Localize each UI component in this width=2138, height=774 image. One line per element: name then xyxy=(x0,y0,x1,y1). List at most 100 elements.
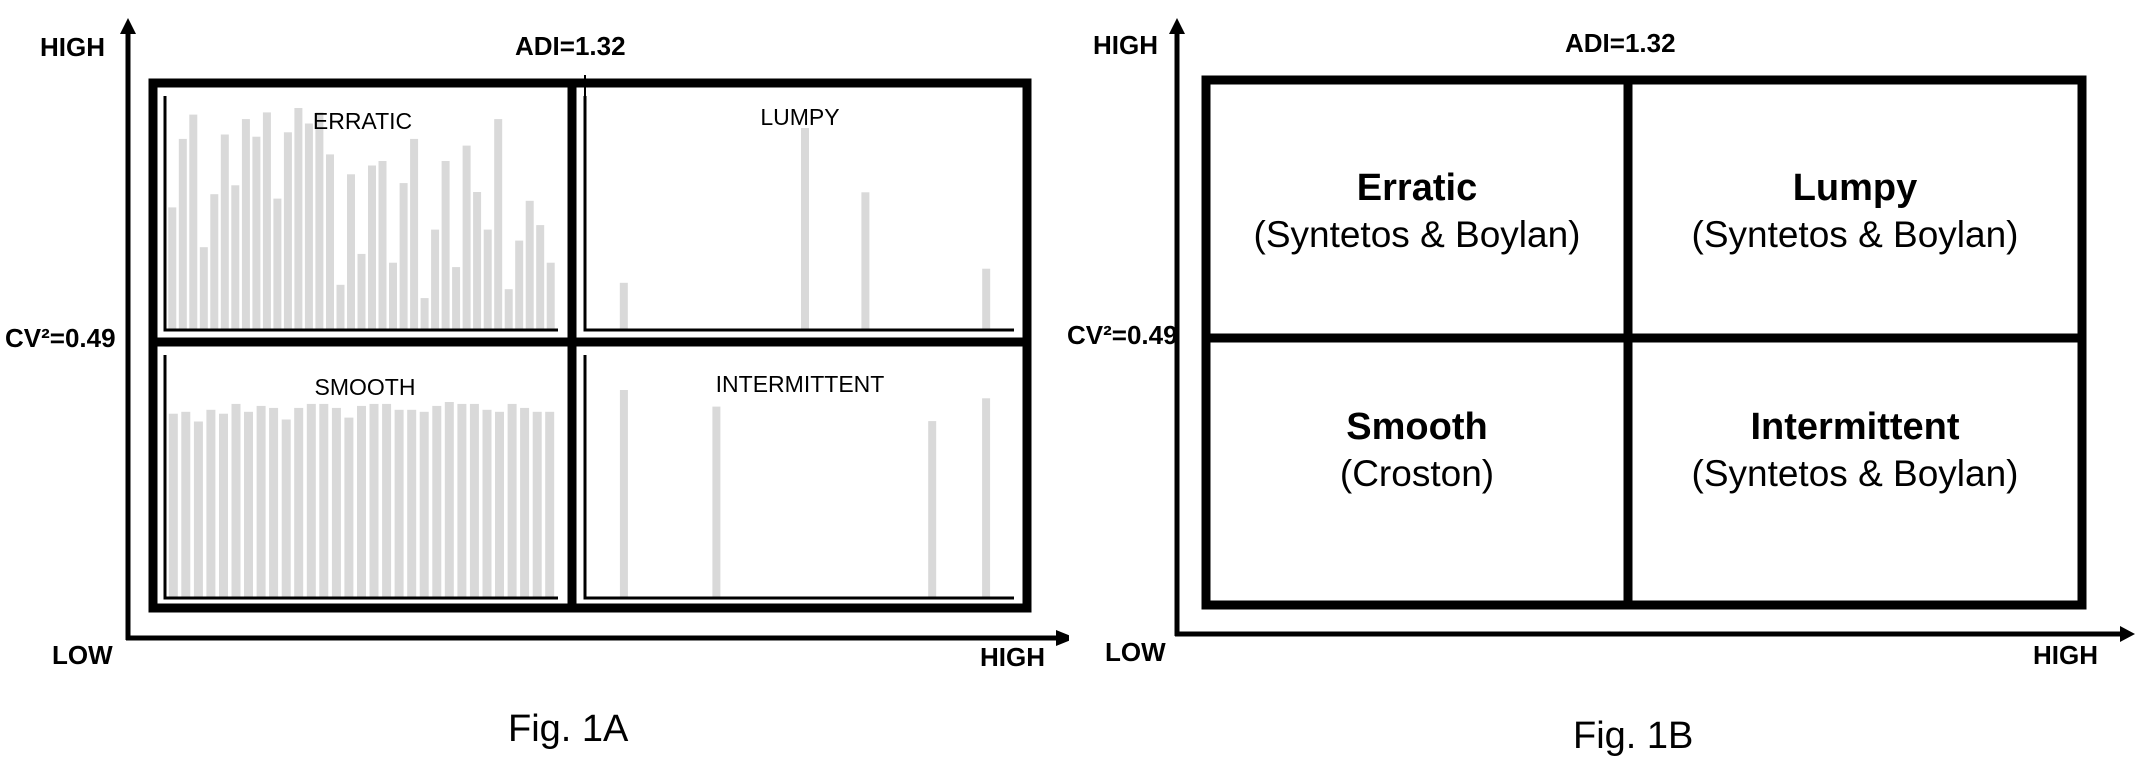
intermittent-bar xyxy=(982,398,991,597)
mini-axes xyxy=(163,96,1014,600)
lumpy-mini-axes xyxy=(583,96,1014,332)
lumpy-quadrant-label: Lumpy (Syntetos & Boylan) xyxy=(1632,164,2078,258)
erratic-bar xyxy=(283,132,292,329)
erratic-bars xyxy=(168,108,555,330)
intermittent-label: INTERMITTENT xyxy=(715,371,885,397)
lumpy-bar xyxy=(801,128,809,329)
smooth-bar xyxy=(269,407,279,598)
erratic-bar xyxy=(473,192,482,329)
intermittent-bar xyxy=(619,390,628,597)
smooth-method: (Croston) xyxy=(1339,453,1495,494)
lumpy-bars xyxy=(619,128,991,329)
smooth-mini-axes xyxy=(163,355,558,600)
lumpy-bar xyxy=(861,192,870,329)
smooth-bar xyxy=(206,409,216,597)
erratic-bar xyxy=(441,161,450,329)
intermittent-quadrant-label: Intermittent (Syntetos & Boylan) xyxy=(1632,403,2078,497)
erratic-bar xyxy=(504,289,513,329)
erratic-quadrant-label: Erratic (Syntetos & Boylan) xyxy=(1210,164,1624,258)
erratic-bar xyxy=(336,284,345,329)
erratic-bar xyxy=(347,174,355,329)
erratic-bar xyxy=(326,154,334,329)
erratic-bar xyxy=(273,198,282,329)
smooth-bar xyxy=(281,419,291,597)
erratic-bar xyxy=(262,112,271,330)
smooth-quadrant-label: Smooth (Croston) xyxy=(1210,403,1624,497)
smooth-bar xyxy=(244,411,253,598)
smooth-bar xyxy=(444,402,454,597)
erratic-bar xyxy=(189,114,198,329)
y-axis-arrowhead xyxy=(1169,18,1185,34)
erratic-bar xyxy=(220,134,229,329)
smooth-bar xyxy=(344,417,354,597)
smooth-bar xyxy=(231,403,241,597)
smooth-bar xyxy=(495,411,504,598)
erratic-bar xyxy=(357,253,366,329)
smooth-bar xyxy=(294,407,304,598)
smooth-label: SMOOTH xyxy=(314,374,416,400)
y-low-label: LOW xyxy=(1105,637,1166,667)
lumpy-bar xyxy=(982,268,991,329)
smooth-bar xyxy=(532,411,542,598)
smooth-bar xyxy=(482,409,492,597)
smooth-bar xyxy=(256,405,266,597)
erratic-bar xyxy=(178,138,187,329)
smooth-bar xyxy=(394,409,404,597)
erratic-bar xyxy=(536,225,545,329)
erratic-bar xyxy=(294,108,303,329)
erratic-bar xyxy=(315,112,324,330)
y-axis-arrowhead xyxy=(120,18,136,34)
x-high-label: HIGH xyxy=(2033,640,2098,670)
figure-1a: HIGH LOW HIGH ADI=1.32 CV²=0.49 ERRATIC … xyxy=(5,18,1069,750)
erratic-bar xyxy=(231,185,240,329)
erratic-bar xyxy=(389,262,397,329)
figure-1a-diagram xyxy=(120,18,1069,646)
erratic-bar xyxy=(168,207,177,329)
intermittent-bars xyxy=(619,390,991,597)
erratic-bar xyxy=(420,298,429,329)
erratic-bar xyxy=(378,161,387,329)
smooth-bars xyxy=(168,402,555,598)
smooth-bar xyxy=(181,411,191,598)
erratic-bar xyxy=(462,145,471,329)
intermittent-title: Intermittent xyxy=(1750,406,1960,448)
x-axis-arrowhead xyxy=(2120,626,2135,642)
erratic-bar xyxy=(368,165,376,329)
erratic-bar xyxy=(210,194,219,329)
smooth-bar xyxy=(331,407,341,598)
erratic-bar xyxy=(431,229,440,330)
lumpy-bar xyxy=(619,282,628,329)
figure-caption: Fig. 1B xyxy=(1573,715,1694,757)
figure-caption: Fig. 1A xyxy=(508,708,629,750)
intermittent-method: (Syntetos & Boylan) xyxy=(1691,453,2019,494)
erratic-bar xyxy=(199,247,208,329)
smooth-bar xyxy=(545,411,555,598)
erratic-bar xyxy=(252,136,261,329)
smooth-bar xyxy=(457,403,467,597)
smooth-title: Smooth xyxy=(1346,406,1488,448)
intermittent-mini-axes xyxy=(583,355,1014,600)
erratic-title: Erratic xyxy=(1356,167,1478,209)
y-low-label: LOW xyxy=(52,640,113,670)
cv-threshold-label: CV²=0.49 xyxy=(1067,320,1178,350)
erratic-label: ERRATIC xyxy=(312,108,413,134)
erratic-bar xyxy=(525,200,534,329)
figure-1b-diagram xyxy=(1169,18,2135,642)
smooth-bar xyxy=(219,413,228,597)
smooth-bar xyxy=(369,403,379,597)
erratic-bar xyxy=(241,119,250,329)
lumpy-method: (Syntetos & Boylan) xyxy=(1691,214,2019,255)
lumpy-label: LUMPY xyxy=(760,104,840,130)
x-axis-arrowhead xyxy=(1056,630,1069,646)
intermittent-bar xyxy=(712,406,721,597)
figure-1b: HIGH LOW HIGH ADI=1.32 CV²=0.49 Erratic … xyxy=(1067,0,2138,774)
y-high-label: HIGH xyxy=(40,32,105,62)
adi-threshold-label: ADI=1.32 xyxy=(515,31,626,61)
smooth-bar xyxy=(357,405,366,597)
cv-threshold-label: CV²=0.49 xyxy=(5,323,116,353)
erratic-bar xyxy=(452,267,461,329)
smooth-bar xyxy=(520,407,530,598)
smooth-bar xyxy=(507,403,517,597)
adi-threshold-label: ADI=1.32 xyxy=(1565,28,1676,58)
erratic-bar xyxy=(494,119,503,329)
